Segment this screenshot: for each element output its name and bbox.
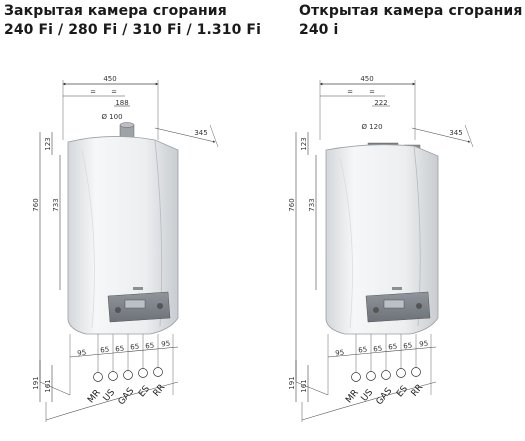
dim-pitch-2: 65 [373,345,383,354]
connection-mr: MR [344,388,361,405]
dim-flue-offset: 188 [115,99,128,107]
dim-width: 450 [360,75,373,83]
connection-gas: GAS [117,386,137,407]
dim-low-a: 191 [32,376,40,389]
dim-low-a: 191 [288,376,296,389]
dim-bottom-left: 95 [335,349,345,358]
dim-depth: 345 [194,129,207,137]
dim-height: 760 [288,198,296,211]
dim-pitch-4: 65 [145,342,155,351]
heading-closed-chamber-line1: Закрытая камера сгорания [4,3,227,19]
dim-pitch-4: 65 [403,342,413,351]
dim-depth: 345 [449,129,462,137]
connection-es: ES [395,384,410,399]
heading-open-chamber-line1: Открытая камера сгорания [299,3,523,19]
connection-rr: RR [410,383,426,399]
dim-pitch-3: 65 [130,343,140,352]
connection-mr: MR [86,388,103,405]
dim-flue-diameter: Ø 120 [361,123,382,131]
dim-body: 733 [52,198,60,211]
connection-es: ES [137,384,152,399]
heading-closed-chamber-models: 240 Fi / 280 Fi / 310 Fi / 1.310 Fi [4,22,261,38]
dim-flue-diameter: Ø 100 [101,113,122,121]
dim-body: 733 [308,198,316,211]
connection-us: US [102,388,118,404]
boiler-closed-chamber: 450 = = 188 Ø 100 345 760 123 733 [32,75,219,422]
dim-width: 450 [103,75,116,83]
dim-bottom-right: 95 [161,340,171,349]
heading-open-chamber-models: 240 i [299,22,339,38]
dim-equal-right: = [369,88,375,96]
heading-closed-chamber: Закрытая камера сгорания 240 Fi / 280 Fi… [4,2,261,40]
dim-bottom-right: 95 [419,340,429,349]
dim-top-offset: 123 [300,137,308,150]
dim-flue-offset: 222 [374,99,387,107]
dim-equal-right: = [111,88,117,96]
dim-low-b: 161 [44,379,52,392]
dim-low-b: 161 [300,379,308,392]
dim-pitch-1: 65 [358,346,368,355]
heading-open-chamber: Открытая камера сгорания 240 i [299,2,522,40]
dim-equal-left: = [90,88,96,96]
connection-gas: GAS [375,386,395,407]
connection-us: US [360,388,376,404]
dim-pitch-1: 65 [100,346,110,355]
dim-top-offset: 123 [44,137,52,150]
dim-equal-left: = [347,88,353,96]
connection-rr: RR [152,383,168,399]
dim-pitch-3: 65 [388,343,398,352]
dim-bottom-left: 95 [77,349,87,358]
boiler-open-chamber: 450 = = 222 Ø 120 345 760 123 733 [288,75,474,422]
dim-height: 760 [32,198,40,211]
dim-pitch-2: 65 [115,345,125,354]
